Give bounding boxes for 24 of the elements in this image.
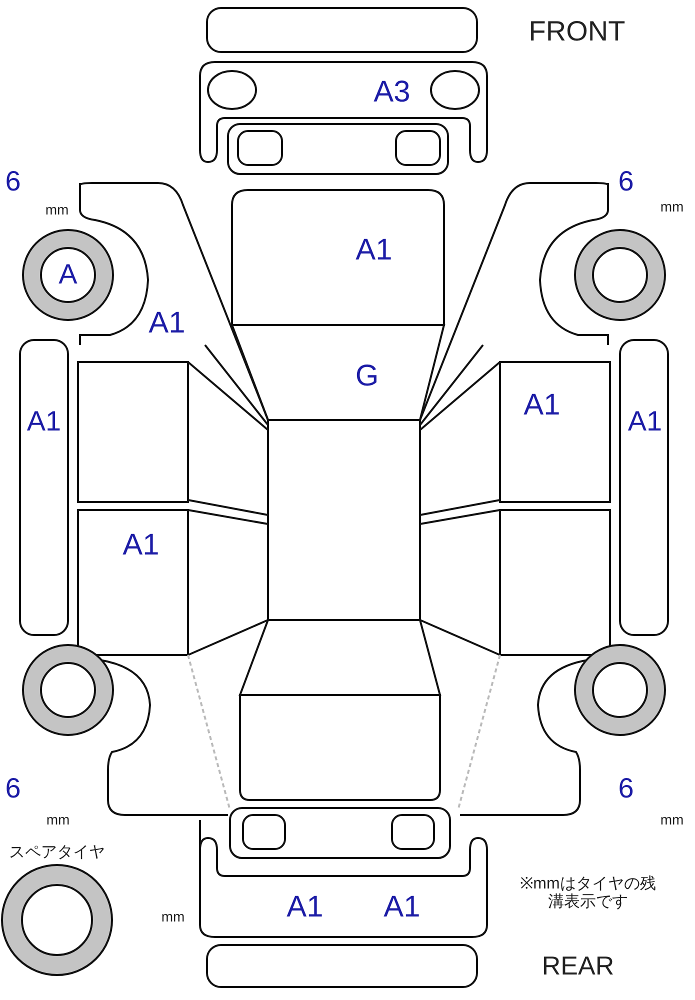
damage-code: A1 <box>384 890 420 924</box>
unit-label: mm <box>46 812 70 828</box>
unit-label: mm <box>660 812 684 828</box>
tread-depth-value: 6 <box>5 774 21 804</box>
tread-depth-value: 6 <box>5 166 21 198</box>
damage-code: A1 <box>628 406 662 438</box>
direction-label: FRONT <box>528 16 626 48</box>
note-text: ※mmはタイヤの残溝表示です <box>519 875 657 911</box>
damage-code: A <box>58 260 78 290</box>
tread-depth-value: 6 <box>618 774 634 804</box>
damage-code: A1 <box>524 388 560 422</box>
damage-code: G <box>355 360 379 392</box>
tread-depth-value: 6 <box>618 166 634 198</box>
spare-tire-label: スペアタイヤ <box>9 844 105 862</box>
damage-code: A1 <box>122 528 160 562</box>
damage-code: A3 <box>374 76 410 108</box>
unit-label: mm <box>161 909 185 925</box>
damage-code: A1 <box>356 234 392 266</box>
damage-code: A1 <box>286 890 324 924</box>
damage-code: A1 <box>148 306 186 340</box>
damage-code: A1 <box>26 406 62 438</box>
direction-label: REAR <box>542 952 614 980</box>
unit-label: mm <box>660 199 684 215</box>
unit-label: mm <box>45 202 69 218</box>
